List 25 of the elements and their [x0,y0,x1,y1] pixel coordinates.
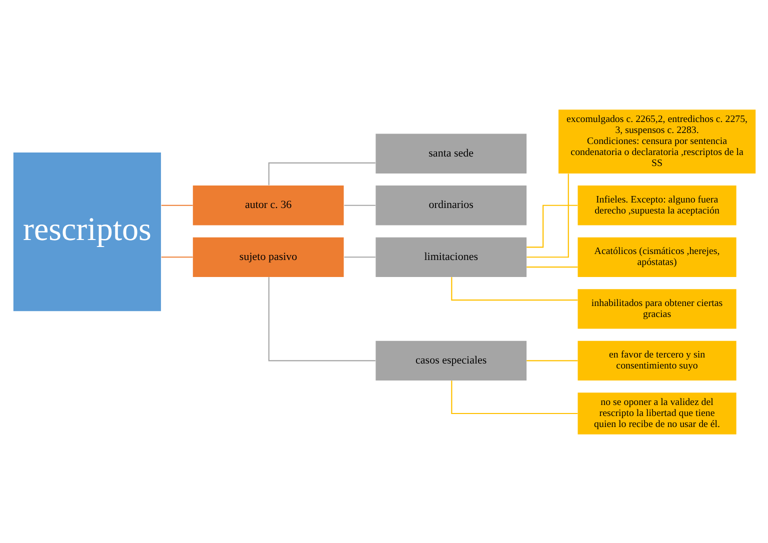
node-box: santa sede [375,133,526,173]
connector [526,360,578,361]
connector [526,266,578,268]
node-box: limitaciones [375,236,526,276]
node-box: Infieles. Excepto: alguno fuera derecho ,supuesta la aceptación [577,185,736,225]
connector [160,256,192,258]
node-box: rescriptos [12,152,160,311]
node-box: sujeto pasivo [192,236,344,276]
connector [526,204,578,248]
connector [450,276,578,300]
connector [344,256,375,258]
connector [344,204,375,206]
connector [160,204,192,206]
node-box: ordinarios [375,185,526,225]
node-box: Acatólicos (cismáticos ,herejes, apóstatas) [577,236,736,276]
node-box: casos especiales [375,340,526,380]
node-box: inhabilitados para obtener ciertas gracias [577,288,736,328]
connector [450,380,578,414]
node-box: excomulgados c. 2265,2, entredichos c. 2275, 3, suspensos c. 2283. Condiciones: censura por sentencia condenatoria o declaratoria ,rescriptos de la SS [558,109,756,173]
node-box: en favor de tercero y sin consentimiento suyo [577,340,736,380]
connector [526,173,568,258]
node-box: no se oponer a la validez del rescripto la libertad que tiene quien lo recibe de no usar de él. [577,392,736,434]
connector [268,162,375,185]
connector [268,276,375,361]
node-box: autor c. 36 [192,185,344,225]
